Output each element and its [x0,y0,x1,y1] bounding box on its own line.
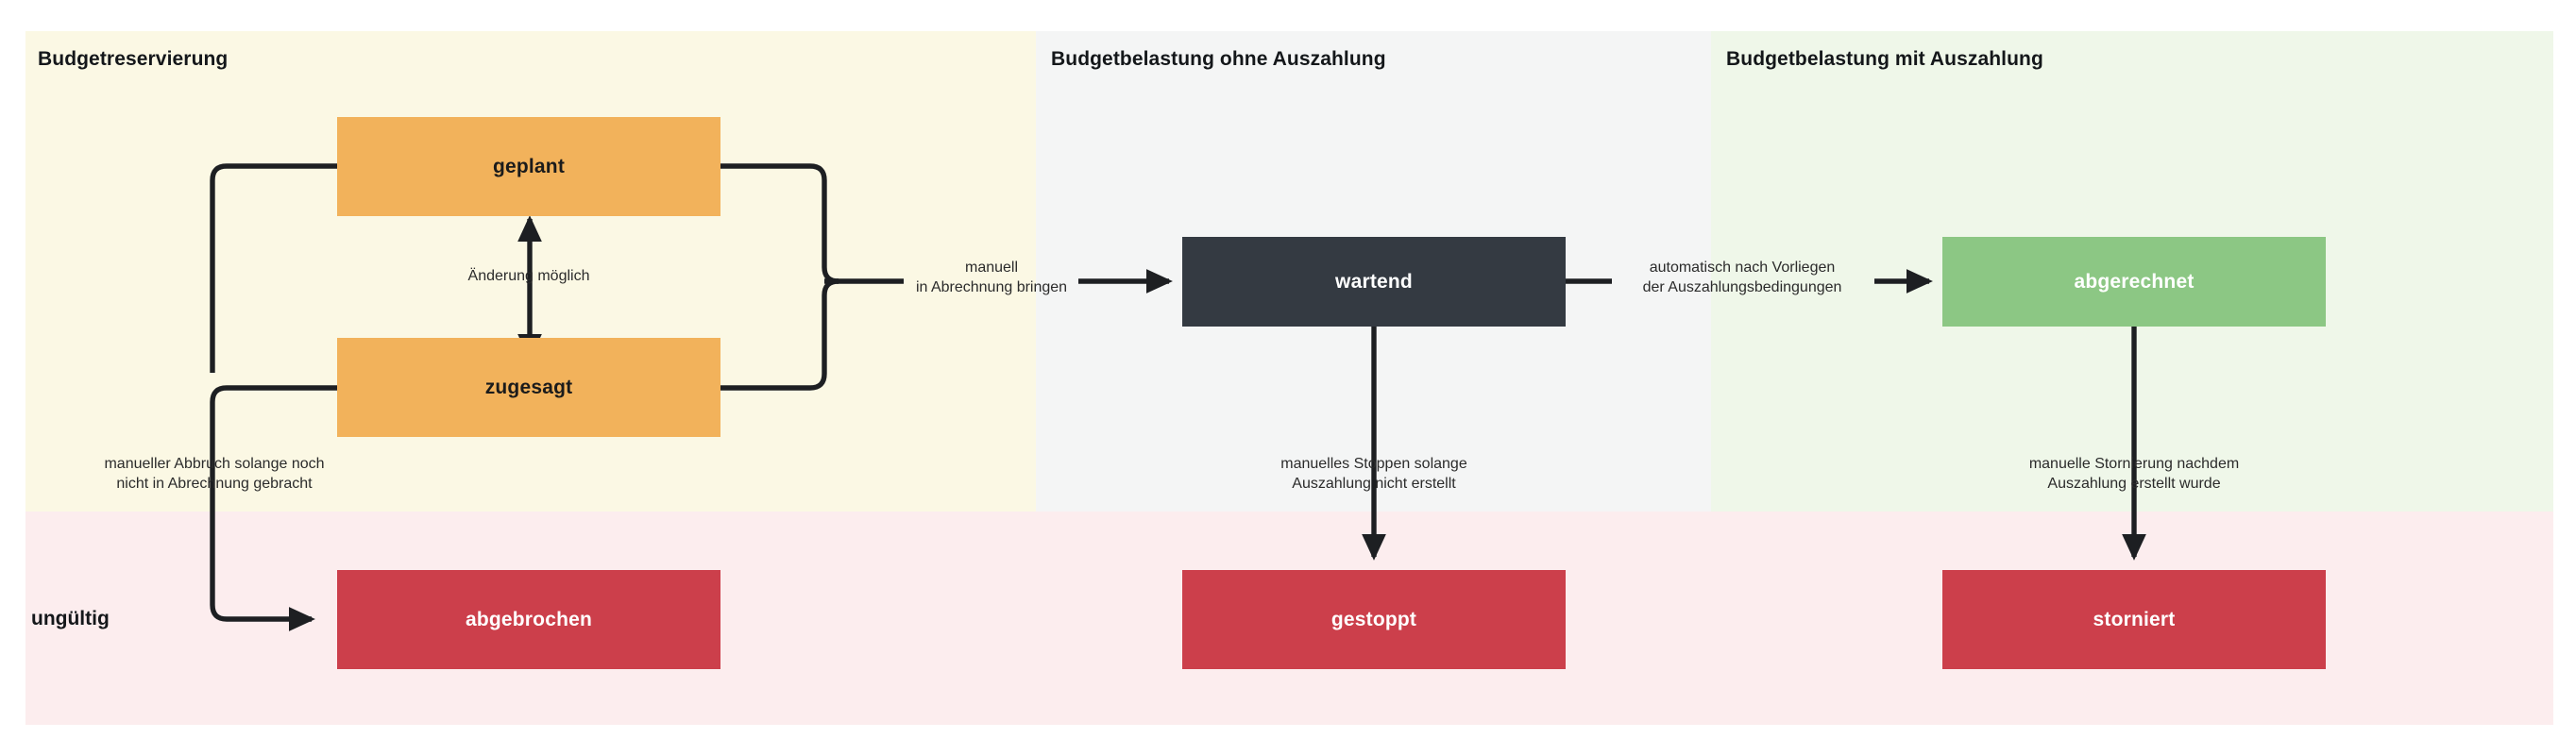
node-geplant[interactable]: geplant [337,117,720,216]
column-title-budgetbelastung-mit-auszahlung: Budgetbelastung mit Auszahlung [1726,48,2043,70]
edge-label-manuelle-stornierung: manuelle Stornierung nachdem Auszahlung … [2028,456,2240,492]
node-gestoppt[interactable]: gestoppt [1182,570,1566,669]
column-title-budgetreservierung: Budgetreservierung [38,48,229,70]
node-abgerechnet[interactable]: abgerechnet [1942,237,2326,327]
edge-label-manueller-abbruch: manueller Abbruch solange noch nicht in … [104,456,325,492]
node-abgebrochen[interactable]: abgebrochen [337,570,720,669]
node-zugesagt[interactable]: zugesagt [337,338,720,437]
edge-label-manuell-in-abrechnung-bringen: manuell in Abrechnung bringen [915,260,1068,295]
node-wartend[interactable]: wartend [1182,237,1566,327]
node-storniert[interactable]: storniert [1942,570,2326,669]
column-title-budgetbelastung-ohne-auszahlung: Budgetbelastung ohne Auszahlung [1051,48,1386,70]
edge-label-aenderung-moeglich: Änderung möglich [467,268,590,284]
edge-label-manuelles-stoppen: manuelles Stoppen solange Auszahlung nic… [1280,456,1467,492]
edge-label-automatisch-nach-vorliegen: automatisch nach Vorliegen der Auszahlun… [1642,260,1842,295]
row-title-ungueltig: ungültig [31,608,110,629]
